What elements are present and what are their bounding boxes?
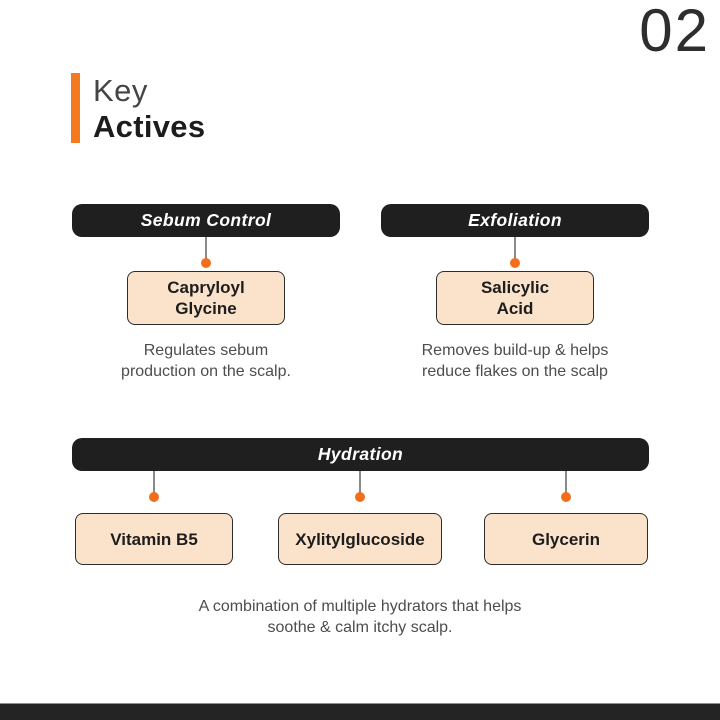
ingredient-label: Xylitylglucoside: [295, 529, 425, 549]
column-sebum-control: Sebum Control Capryloyl Glycine Regulate…: [72, 204, 340, 382]
title-text: Key Actives: [93, 73, 205, 144]
connector-line: [205, 237, 207, 259]
ingredient-box-salicylic-acid: Salicylic Acid: [436, 271, 594, 325]
ingredient-box-xylitylglucoside: Xylitylglucoside: [278, 513, 442, 565]
connector-line: [153, 471, 155, 493]
connector-line: [565, 471, 567, 493]
connector: [72, 237, 340, 268]
ingredient-label: Glycerin: [531, 529, 601, 549]
bottom-bar: [0, 703, 720, 720]
category-header-sebum-control: Sebum Control: [72, 204, 340, 237]
ingredient-label: Acid: [496, 299, 534, 318]
connector-line: [514, 237, 516, 259]
description-hydration: A combination of multiple hydrators that…: [0, 596, 720, 638]
ingredient-label: Vitamin B5: [110, 529, 198, 549]
column-exfoliation: Exfoliation Salicylic Acid Removes build…: [381, 204, 649, 382]
connector: [149, 471, 159, 502]
description-sebum-control: Regulates sebum production on the scalp.: [72, 340, 340, 382]
description-line: reduce flakes on the scalp: [422, 363, 608, 380]
ingredient-label: Glycine: [175, 299, 237, 318]
page-title: Actives: [93, 109, 206, 144]
connector-dot: [510, 258, 520, 268]
connector-line: [359, 471, 361, 493]
connector-dot: [201, 258, 211, 268]
description-line: A combination of multiple hydrators that…: [198, 598, 522, 615]
page-number: 02: [639, 0, 710, 64]
ingredient-box-glycerin: Glycerin: [484, 513, 648, 565]
connector-dot: [561, 492, 571, 502]
description-line: Regulates sebum: [143, 342, 269, 359]
ingredient-label: Salicylic: [480, 278, 550, 297]
ingredient-label: Capryloyl: [167, 278, 245, 297]
category-header-hydration: Hydration: [72, 438, 649, 471]
description-line: Removes build-up & helps: [421, 342, 609, 359]
ingredient-box-capryloyl-glycine: Capryloyl Glycine: [127, 271, 285, 325]
connector: [355, 471, 365, 502]
description-line: production on the scalp.: [121, 363, 291, 380]
title-accent-bar: [71, 73, 80, 143]
section-hydration: Hydration Vitamin B5 Xylitylglucoside Gl…: [72, 438, 649, 568]
title-kicker: Key: [93, 73, 148, 108]
connector: [381, 237, 649, 268]
connector-dot: [355, 492, 365, 502]
connector-dot: [149, 492, 159, 502]
ingredient-box-vitamin-b5: Vitamin B5: [75, 513, 233, 565]
description-line: soothe & calm itchy scalp.: [267, 619, 453, 636]
description-exfoliation: Removes build-up & helps reduce flakes o…: [381, 340, 649, 382]
category-header-exfoliation: Exfoliation: [381, 204, 649, 237]
title-block: Key Actives: [71, 73, 205, 144]
connector: [561, 471, 571, 502]
